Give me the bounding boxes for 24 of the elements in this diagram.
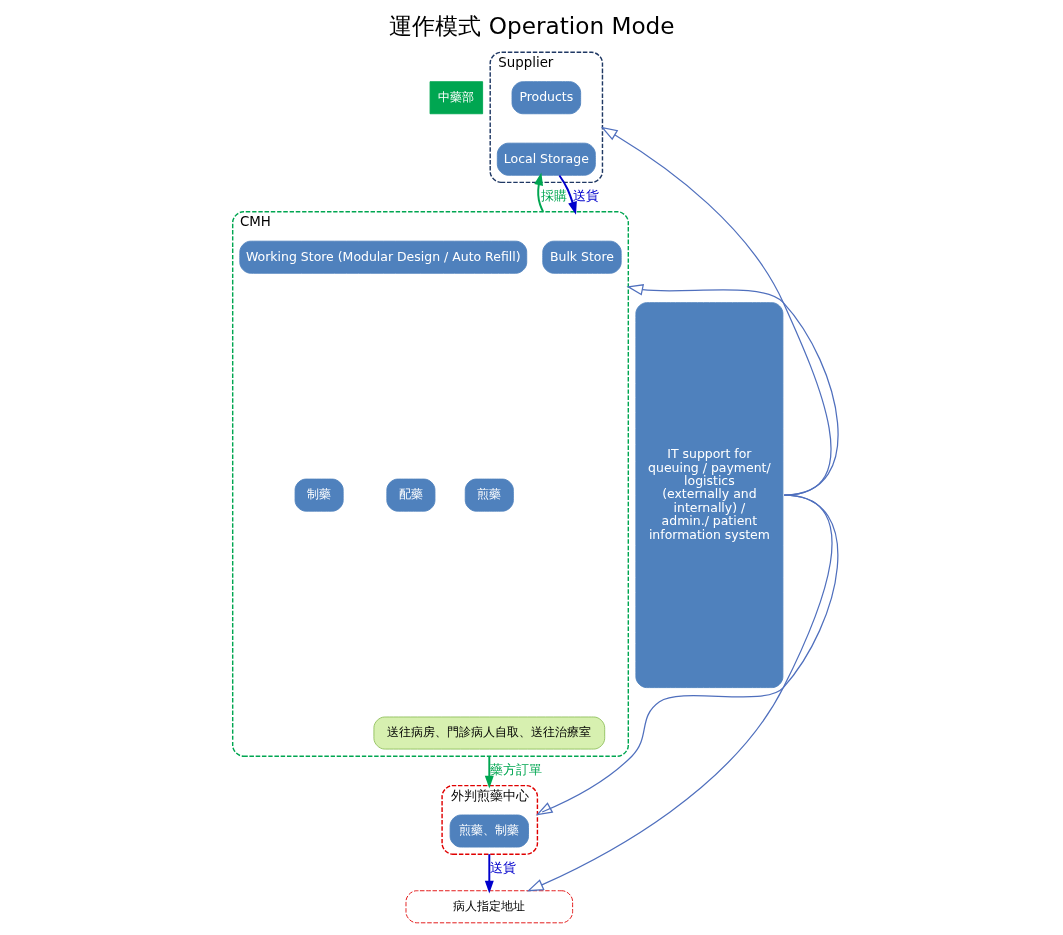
diagram-title: 運作模式 Operation Mode [388,13,675,40]
node-box: 中藥部 [429,81,483,115]
arrow [484,755,494,789]
edge-label: 送貨 [489,860,516,876]
node-box: Working Store (Modular Design / Auto Refill) [238,240,527,274]
node-box: IT support for queuing / payment/ logistics (externally and internally) / admin./ patient information system [634,302,783,689]
arrow [484,853,494,894]
arrow [533,172,544,213]
node-box: Products [511,81,581,115]
arrow [600,126,832,496]
node-box: Local Storage [496,142,596,176]
edge-label: 藥方訂單 [489,762,542,778]
edge-label: 送貨 [572,188,599,204]
node-box: 煎藥、制藥 [449,814,529,848]
node-box: 煎藥 [464,478,514,512]
arrow [526,494,833,892]
node-box: Bulk Store [541,240,622,274]
arrow [557,174,577,215]
node-box: 送往病房、門診病人自取、送往治療室 [372,716,605,750]
edge-label: 採購 [540,188,567,204]
node-box: 制藥 [294,478,344,512]
node-box: 配藥 [385,478,435,512]
arrow [625,284,838,496]
node-box: 病人指定地址 [405,890,573,924]
